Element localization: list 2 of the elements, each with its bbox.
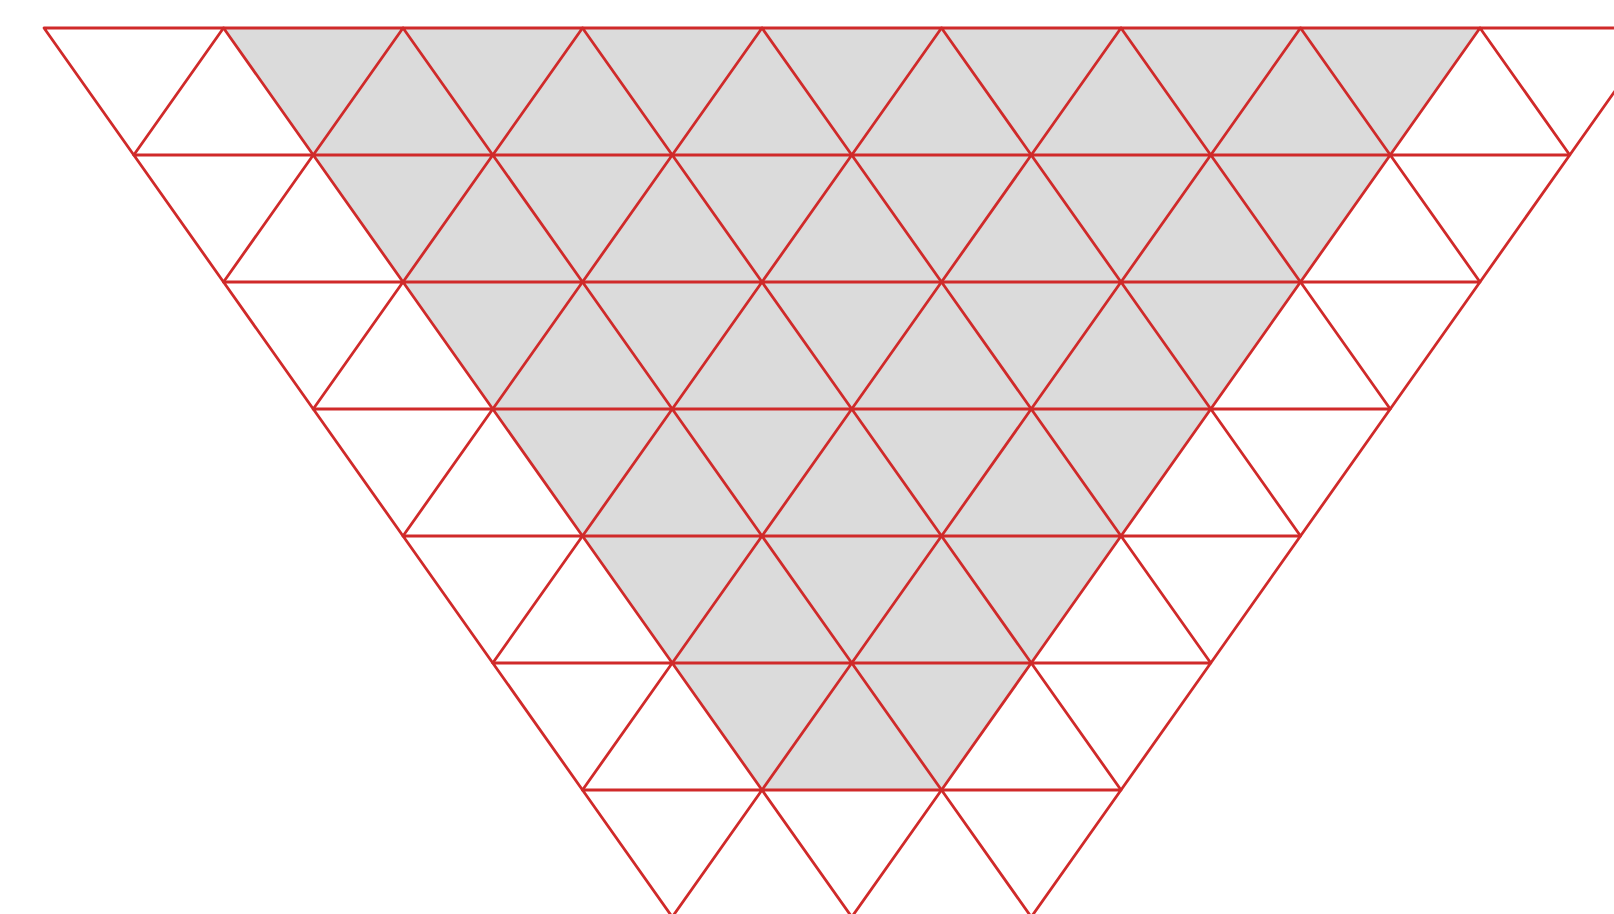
triangle-grid-drawing <box>42 26 1614 914</box>
shaded-region <box>223 28 1480 790</box>
